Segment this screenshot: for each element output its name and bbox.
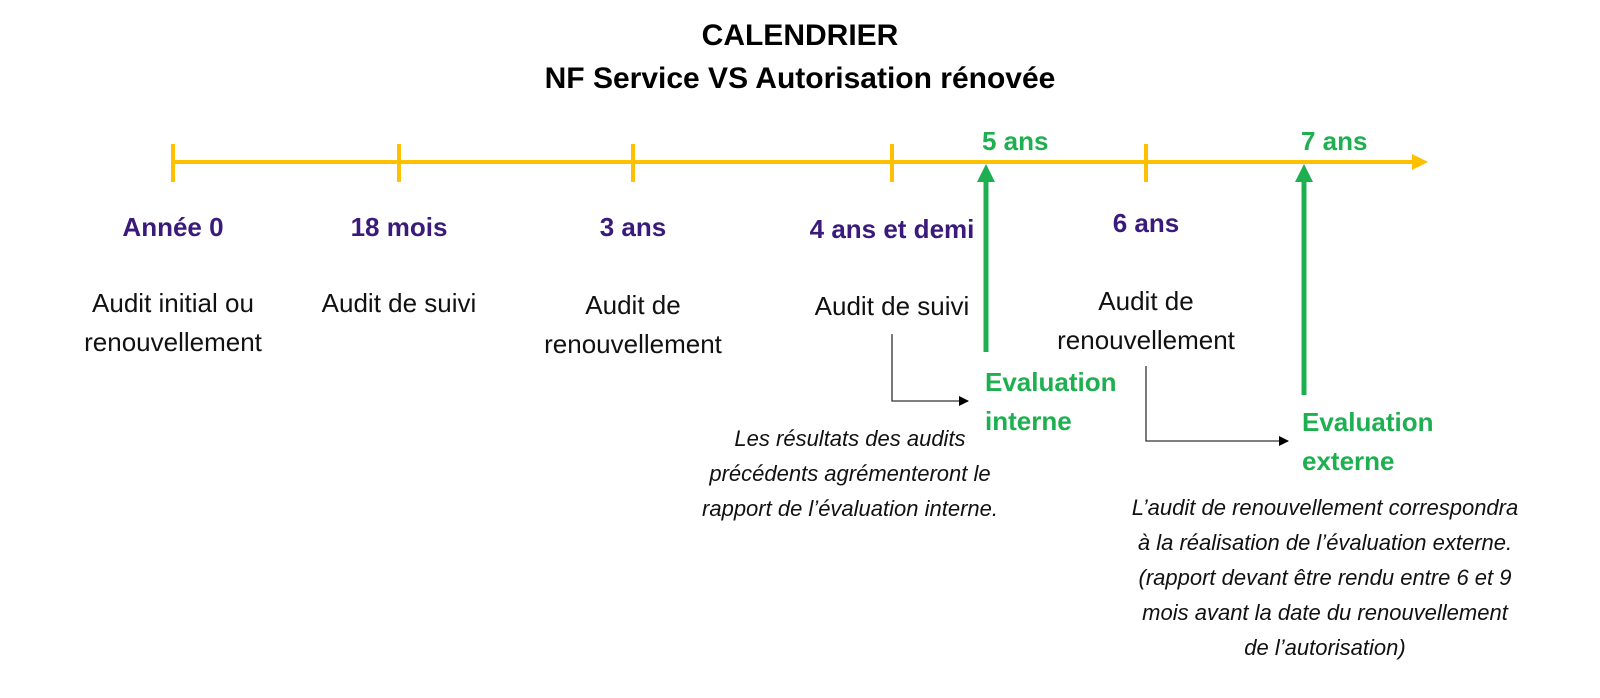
evaluation-name-line: Evaluation: [985, 367, 1117, 397]
milestone-description-18-mois: Audit de suivi: [322, 284, 477, 323]
evaluation-name-line: Evaluation: [1302, 407, 1434, 437]
connector-suivi-to-evaluation-interne: [891, 334, 969, 406]
note-line: précédents agrémenteront le: [709, 461, 991, 486]
evaluation-externe-label: Evaluation externe: [1302, 403, 1433, 481]
timeline-arrowhead: [1412, 154, 1428, 170]
description-line: Audit de: [585, 290, 681, 320]
description-line: Audit de suivi: [321, 288, 477, 318]
diagram-title: CALENDRIER: [701, 19, 899, 52]
milestone-description-3-ans: Audit de renouvellement: [544, 286, 722, 364]
evaluation-interne-arrowhead: [977, 164, 995, 182]
evaluation-externe-arrowhead: [1295, 164, 1313, 182]
note-line: mois avant la date du renouvellement: [1142, 600, 1508, 625]
milestone-description-annee-0: Audit initial ou renouvellement: [84, 284, 262, 362]
milestone-description-4-ans-et-demi: Audit de suivi: [815, 287, 970, 326]
note-evaluation-interne: Les résultats des audits précédents agré…: [702, 421, 998, 526]
description-line: renouvellement: [84, 327, 262, 357]
connector-renouvellement-to-evaluation-externe: [1145, 366, 1289, 446]
note-line: de l’autorisation): [1244, 635, 1406, 660]
description-line: renouvellement: [1057, 325, 1235, 355]
milestone-label-18-mois: 18 mois: [350, 212, 448, 242]
evaluation-name-line: externe: [1302, 446, 1395, 476]
milestone-label-4-ans-et-demi: 4 ans et demi: [809, 214, 975, 244]
milestone-description-6-ans: Audit de renouvellement: [1057, 282, 1235, 360]
milestone-label-6-ans: 6 ans: [1112, 208, 1180, 238]
note-line: Les résultats des audits: [734, 426, 966, 451]
evaluation-externe-year: 7 ans: [1301, 126, 1368, 156]
milestone-label-annee-0: Année 0: [122, 212, 224, 242]
description-line: renouvellement: [544, 329, 722, 359]
evaluation-name-line: interne: [985, 406, 1072, 436]
note-evaluation-externe: L’audit de renouvellement correspondra à…: [1132, 490, 1518, 665]
description-line: Audit de: [1098, 286, 1194, 316]
description-line: Audit initial ou: [92, 288, 254, 318]
milestone-label-3-ans: 3 ans: [599, 212, 667, 242]
note-line: (rapport devant être rendu entre 6 et 9: [1138, 565, 1512, 590]
description-line: Audit de suivi: [814, 291, 970, 321]
diagram-subtitle: NF Service VS Autorisation rénovée: [544, 62, 1056, 95]
evaluation-interne-label: Evaluation interne: [985, 363, 1116, 441]
note-line: L’audit de renouvellement correspondra: [1131, 495, 1519, 520]
note-line: à la réalisation de l’évaluation externe…: [1137, 530, 1513, 555]
note-line: rapport de l’évaluation interne.: [702, 496, 998, 521]
evaluation-interne-year: 5 ans: [982, 126, 1049, 156]
